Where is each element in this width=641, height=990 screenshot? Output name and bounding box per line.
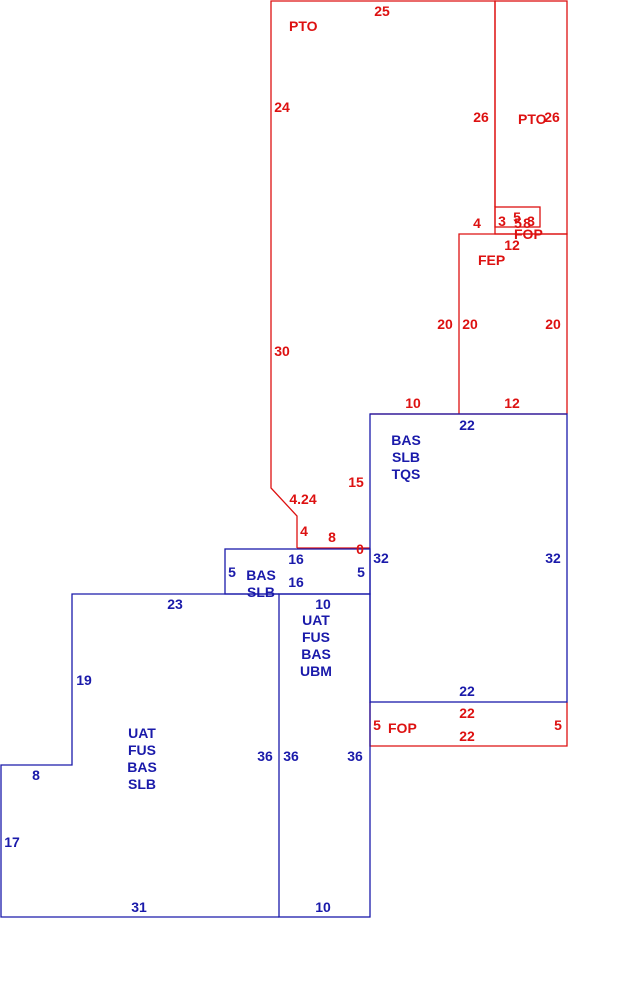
dim-fop-top: 5 [513,209,521,225]
dim-fep-left-outer: 20 [437,316,453,332]
red-area-labels: PTO PTO FOP FEP FOP [289,18,547,736]
ubm-label-1: UAT [302,612,330,628]
dim-bs-right: 5 [357,564,365,580]
dim-pto-8: 8 [328,529,336,545]
fep-label: FEP [478,252,505,268]
bas-slb-small-label-1: BAS [246,567,276,583]
blue-outlines [0,413,568,918]
dim-pto-inner-right: 26 [473,109,489,125]
uat-slb-label-4: SLB [128,776,156,792]
dim-ubm-top: 10 [315,596,331,612]
tqs-label-1: BAS [391,432,421,448]
ubm-label-2: FUS [302,629,330,645]
dim-fopb-left: 5 [373,717,381,733]
uat-slb-label-2: FUS [128,742,156,758]
blue-dimension-labels: 22 32 32 22 5 5 16 16 10 36 36 10 23 19 … [4,417,561,915]
pto-main-outline [270,0,496,548]
bas-slb-small-label-2: SLB [247,584,275,600]
fep-outline [458,233,568,414]
dim-ubm-right: 36 [347,748,363,764]
uat-slb-label-1: UAT [128,725,156,741]
dim-pto-0: 0 [356,541,364,557]
tqs-label-2: SLB [392,449,420,465]
dim-fopb-right: 5 [554,717,562,733]
dim-ubm-bottom: 10 [315,899,331,915]
dim-fep-bottom: 12 [504,395,520,411]
fop-small-label: FOP [514,226,543,242]
dim-pto-top: 25 [374,3,390,19]
dim-bs-top: 16 [288,551,304,567]
dim-fep-top: 12 [504,237,520,253]
dim-tqs-right: 32 [545,550,561,566]
dim-fep-left-inner: 20 [462,316,478,332]
dim-uat-step: 8 [32,767,40,783]
dim-tqs-left: 32 [373,550,389,566]
fop-small-outline [494,206,541,228]
uat-ubm-outline [278,593,371,918]
dim-pto-left-upper: 24 [274,99,290,115]
uat-slb-label-3: BAS [127,759,157,775]
dim-pto-diag: 4.24 [289,491,316,507]
dim-pto-left-lower: 30 [274,343,290,359]
dim-fopb-bottom: 22 [459,728,475,744]
ubm-label-4: UBM [300,663,332,679]
dim-pto-bottom-10: 10 [405,395,421,411]
dim-uat-left-lower: 17 [4,834,20,850]
dim-fop-right: 3 [527,213,535,229]
fop-bottom-label: FOP [388,720,417,736]
tqs-label-3: TQS [392,466,421,482]
red-dimension-labels: 25 24 30 26 26 3 5 3 5 8 4 12 20 20 20 1… [274,3,562,744]
dim-bs-bottom: 16 [288,574,304,590]
dim-tqs-top: 22 [459,417,475,433]
dim-uat-left-upper: 19 [76,672,92,688]
dim-uat-bottom: 31 [131,899,147,915]
dim-ubm-left: 36 [283,748,299,764]
dim-tqs-bottom: 22 [459,683,475,699]
uat-slb-outline [0,593,279,918]
dim-fopb-top: 22 [459,705,475,721]
dim-pto-right-right: 26 [544,109,560,125]
dim-pto-4: 4 [300,523,308,539]
dim-uat-top: 23 [167,596,183,612]
pto-right-label: PTO [518,111,547,127]
pto-main-label: PTO [289,18,318,34]
dim-fop-5: 5 [514,215,522,231]
dim-pto-15: 15 [348,474,364,490]
dim-fop-left: 3 [498,213,506,229]
blue-area-labels: BAS SLB TQS BAS SLB UAT FUS BAS UBM UAT … [127,432,421,792]
dim-bs-left: 5 [228,564,236,580]
dim-uat-right: 36 [257,748,273,764]
dim-fop-8: 8 [523,215,531,231]
dim-fep-right: 20 [545,316,561,332]
dim-fep-4: 4 [473,215,481,231]
ubm-label-3: BAS [301,646,331,662]
